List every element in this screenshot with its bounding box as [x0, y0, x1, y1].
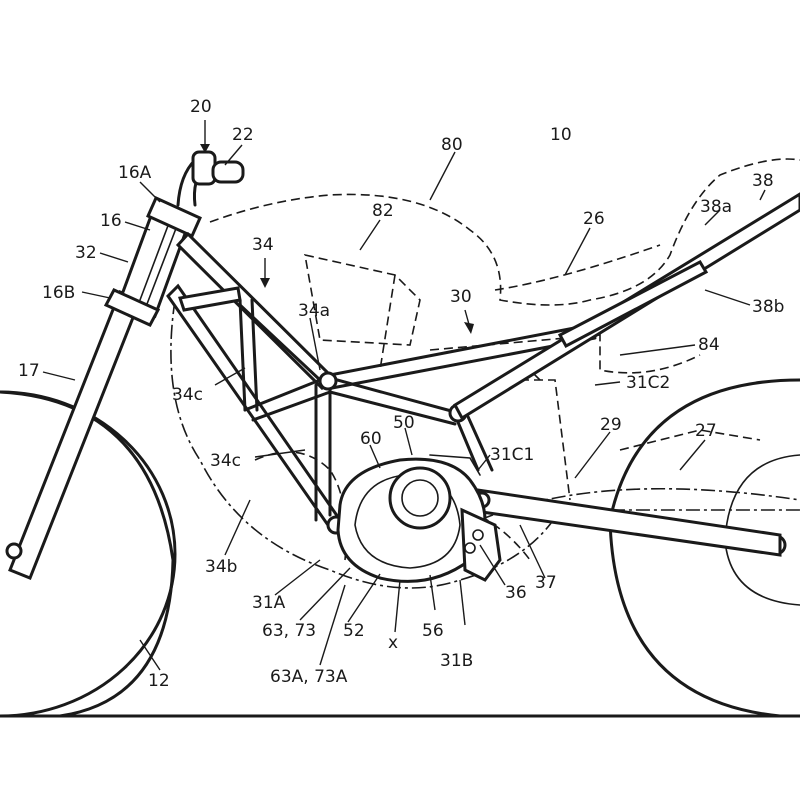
label-34a: 34a	[298, 301, 330, 321]
label-16B: 16B	[42, 283, 75, 303]
label-30: 30	[450, 287, 472, 307]
label-22: 22	[232, 125, 254, 145]
engine-outline	[170, 299, 800, 589]
label-34c-lower: 34c	[210, 451, 241, 471]
label-84: 84	[698, 335, 720, 355]
main-frame	[166, 231, 597, 535]
label-60: 60	[360, 429, 382, 449]
part-labels: 20 22 80 10 16A 38 38a 26 82 16 32 34 30…	[18, 97, 784, 691]
handlebar	[176, 150, 245, 207]
label-36: 36	[505, 583, 527, 603]
label-38: 38	[752, 171, 774, 191]
seat-rail	[453, 192, 800, 421]
label-10: 10	[550, 125, 572, 145]
air-box-outline	[304, 253, 421, 346]
label-63-73: 63, 73	[262, 621, 316, 641]
label-20: 20	[190, 97, 212, 117]
label-31B: 31B	[440, 651, 473, 671]
label-34c-upper: 34c	[172, 385, 203, 405]
label-50: 50	[393, 413, 415, 433]
label-34b: 34b	[205, 557, 237, 577]
engine-crankcase	[336, 454, 502, 583]
label-80: 80	[441, 135, 463, 155]
label-26: 26	[583, 209, 605, 229]
label-29: 29	[600, 415, 622, 435]
label-38a: 38a	[700, 197, 732, 217]
label-16A: 16A	[118, 163, 152, 183]
label-31C1: 31C1	[490, 445, 534, 465]
head-pipe	[103, 196, 202, 327]
leader-lines	[42, 120, 766, 671]
label-12: 12	[148, 671, 170, 691]
label-63A-73A: 63A, 73A	[270, 667, 348, 687]
seat-outline	[494, 244, 661, 291]
label-38b: 38b	[752, 297, 784, 317]
label-31A: 31A	[252, 593, 286, 613]
label-16: 16	[100, 211, 122, 231]
label-56: 56	[422, 621, 444, 641]
label-31C2: 31C2	[626, 373, 670, 393]
side-cover-outline	[429, 334, 701, 374]
label-52: 52	[343, 621, 365, 641]
label-37: 37	[535, 573, 557, 593]
fuel-tank-outline	[209, 158, 800, 306]
label-32: 32	[75, 243, 97, 263]
label-17: 17	[18, 361, 40, 381]
label-27: 27	[695, 421, 717, 441]
label-34: 34	[252, 235, 274, 255]
label-x: x	[388, 633, 398, 653]
label-82: 82	[372, 201, 394, 221]
